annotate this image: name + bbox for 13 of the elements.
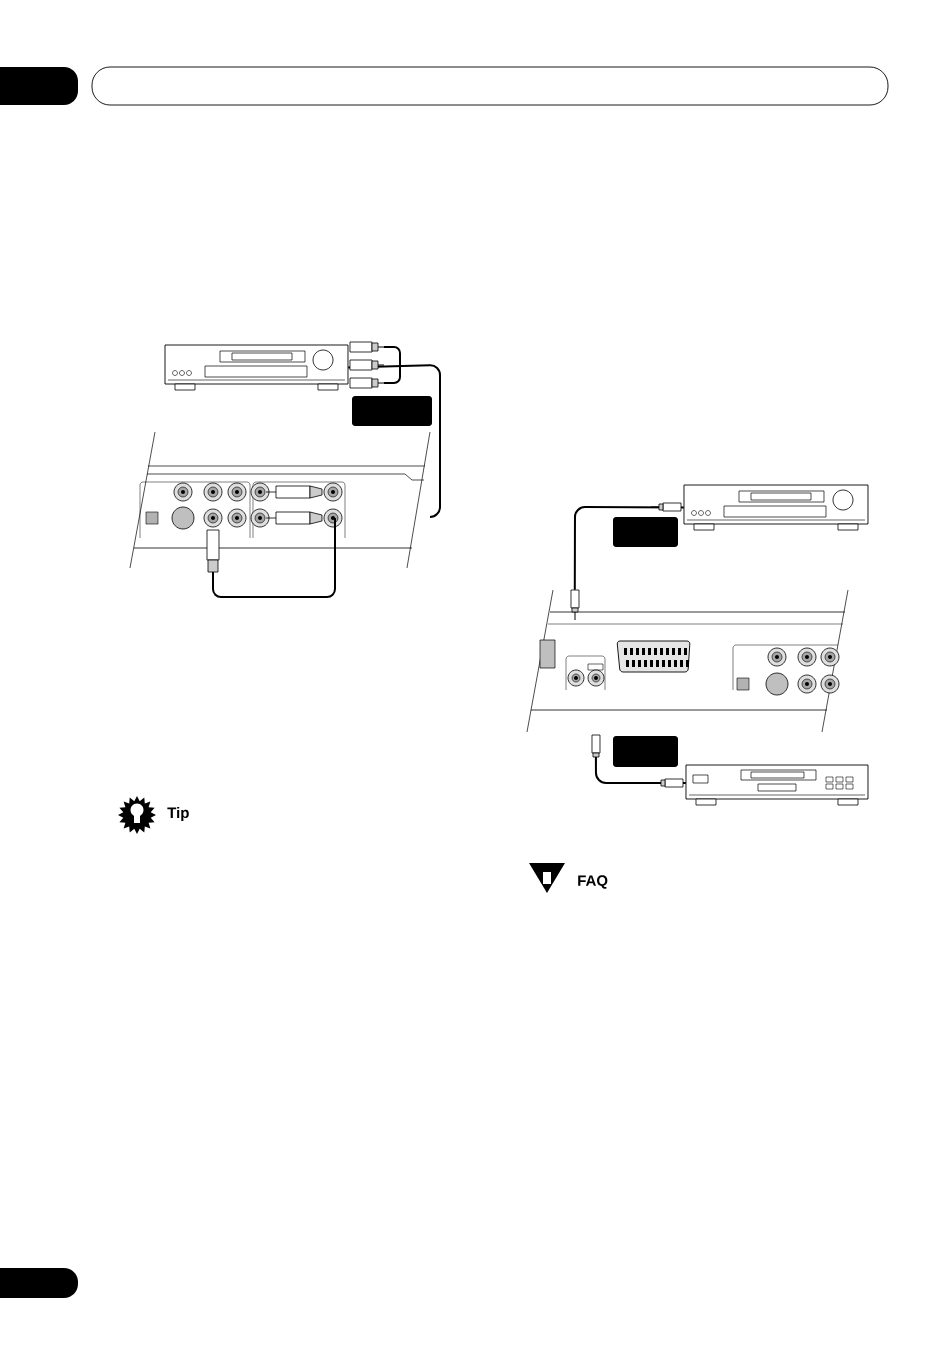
amplifier-drawing <box>683 484 869 531</box>
tip-heading: Tip <box>167 807 189 821</box>
label-box <box>613 736 678 767</box>
cable <box>570 502 685 621</box>
amplifier-drawing <box>164 344 349 391</box>
cable <box>591 734 687 788</box>
player-panel-drawing <box>129 431 431 598</box>
player-panel-drawing <box>526 589 849 733</box>
label-box <box>613 517 678 547</box>
cable <box>347 341 441 518</box>
recorder-drawing <box>685 764 869 806</box>
faq-heading: FAQ <box>578 875 608 889</box>
label-box <box>352 396 432 426</box>
